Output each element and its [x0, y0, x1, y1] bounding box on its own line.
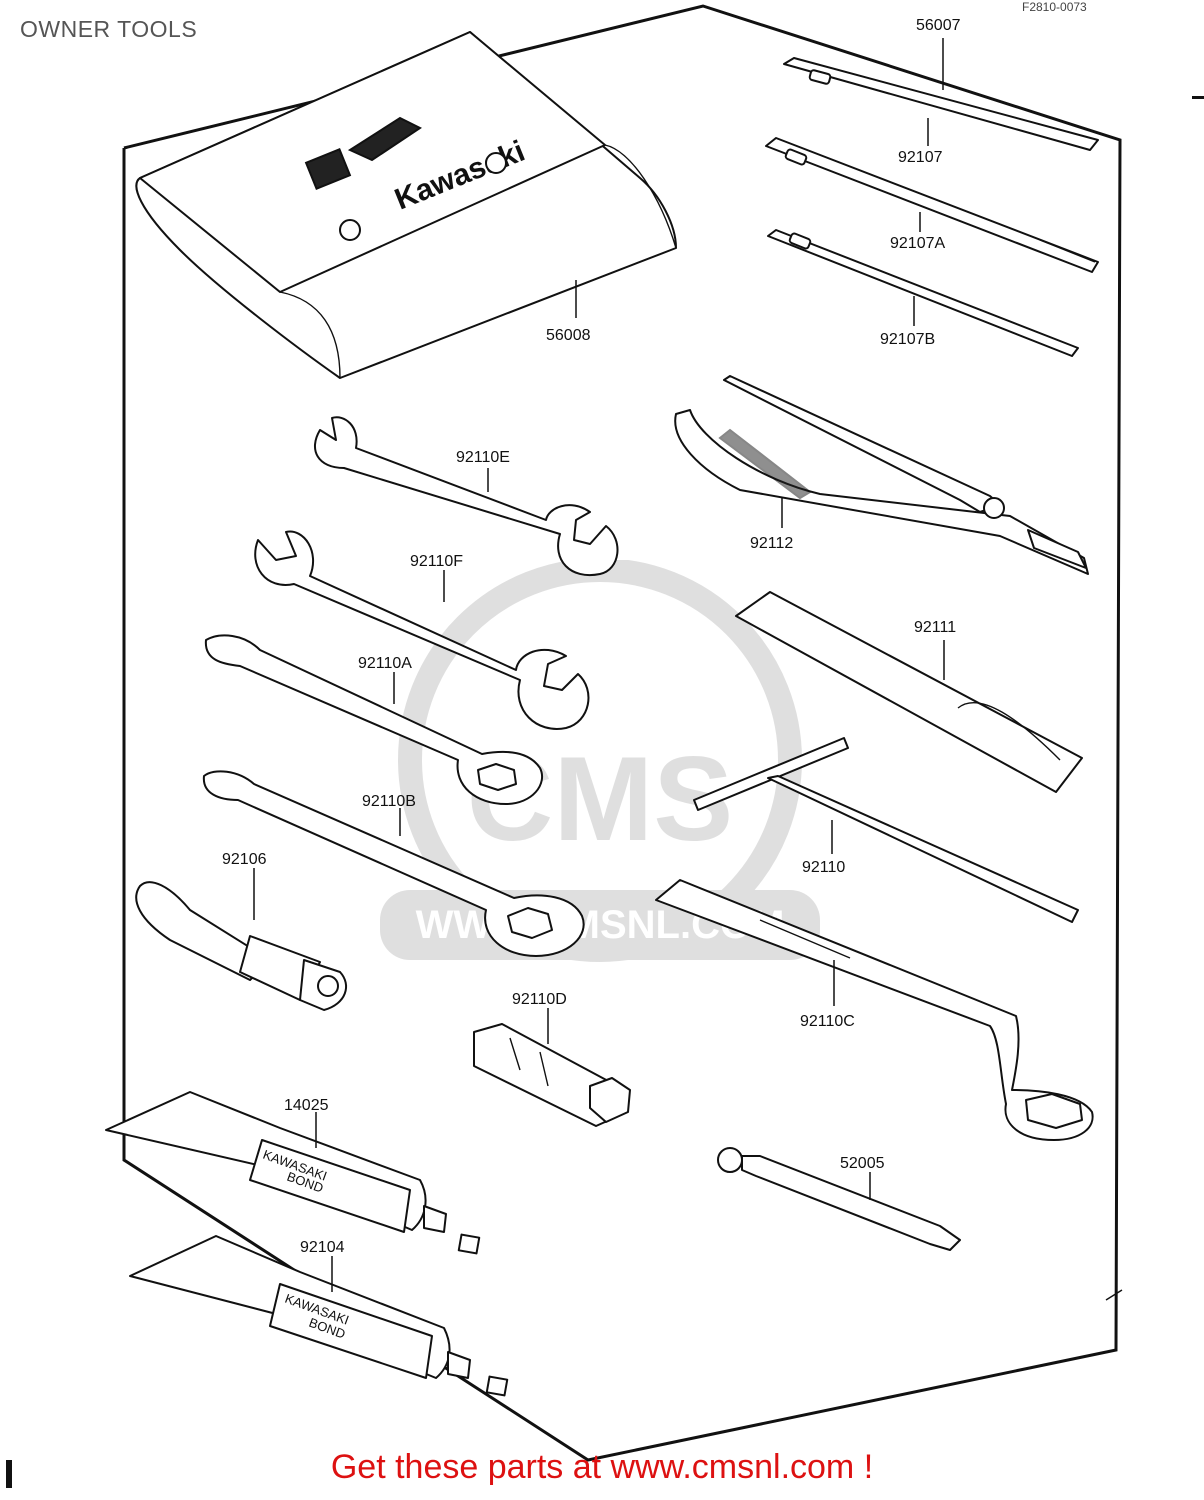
label-92110e: 92110E [456, 449, 510, 466]
page-title: OWNER TOOLS [20, 16, 198, 42]
wrench-92110f[interactable] [254, 530, 590, 730]
label-92107: 92107 [898, 149, 943, 166]
tool-52005[interactable] [717, 1147, 961, 1251]
label-92111: 92111 [914, 619, 956, 636]
label-92110b: 92110B [362, 793, 416, 810]
spanner-92110b[interactable] [202, 770, 585, 957]
bond-tube-92104[interactable]: KAWASAKI BOND [129, 1235, 509, 1397]
frame-corner-mark [1105, 1289, 1123, 1301]
box-wrench-92110c[interactable] [655, 879, 1094, 1141]
t-wrench-92110[interactable] [693, 737, 1079, 923]
label-92110f: 92110F [410, 553, 463, 570]
bond-tube-14025[interactable]: KAWASAKI BOND [105, 1091, 481, 1255]
handle-92106[interactable] [135, 881, 348, 1011]
tool-bag-56008[interactable]: Kawasaki [135, 31, 677, 379]
diagram-code: F2810-0073 [1022, 0, 1087, 14]
screwdriver-bit-92107[interactable] [783, 57, 1099, 151]
spanner-92110a[interactable] [204, 634, 543, 805]
label-92112: 92112 [750, 535, 793, 552]
diagram-frame [122, 4, 1122, 1462]
label-92106: 92106 [222, 851, 267, 868]
label-92107a: 92107A [890, 235, 945, 252]
margin-mark [6, 1460, 12, 1488]
label-14025: 14025 [284, 1097, 329, 1114]
label-92107b: 92107B [880, 331, 935, 348]
label-92104: 92104 [300, 1239, 345, 1256]
label-92110c: 92110C [800, 1013, 855, 1030]
wrench-92110e[interactable] [314, 416, 619, 577]
tool-92111[interactable] [735, 591, 1083, 793]
margin-mark [1192, 96, 1204, 99]
screwdriver-bit-92107a[interactable] [765, 137, 1099, 273]
socket-92110d[interactable] [473, 1023, 631, 1127]
label-56008: 56008 [546, 327, 591, 344]
label-92110: 92110 [802, 859, 845, 876]
label-92110d: 92110D [512, 991, 567, 1008]
pliers-92112[interactable] [674, 375, 1089, 575]
label-52005: 52005 [840, 1155, 885, 1172]
screwdriver-bit-92107b[interactable] [767, 229, 1079, 357]
label-56007: 56007 [916, 17, 961, 34]
label-92110a: 92110A [358, 655, 412, 672]
footer-link[interactable]: Get these parts at www.cmsnl.com ! [330, 1448, 874, 1486]
